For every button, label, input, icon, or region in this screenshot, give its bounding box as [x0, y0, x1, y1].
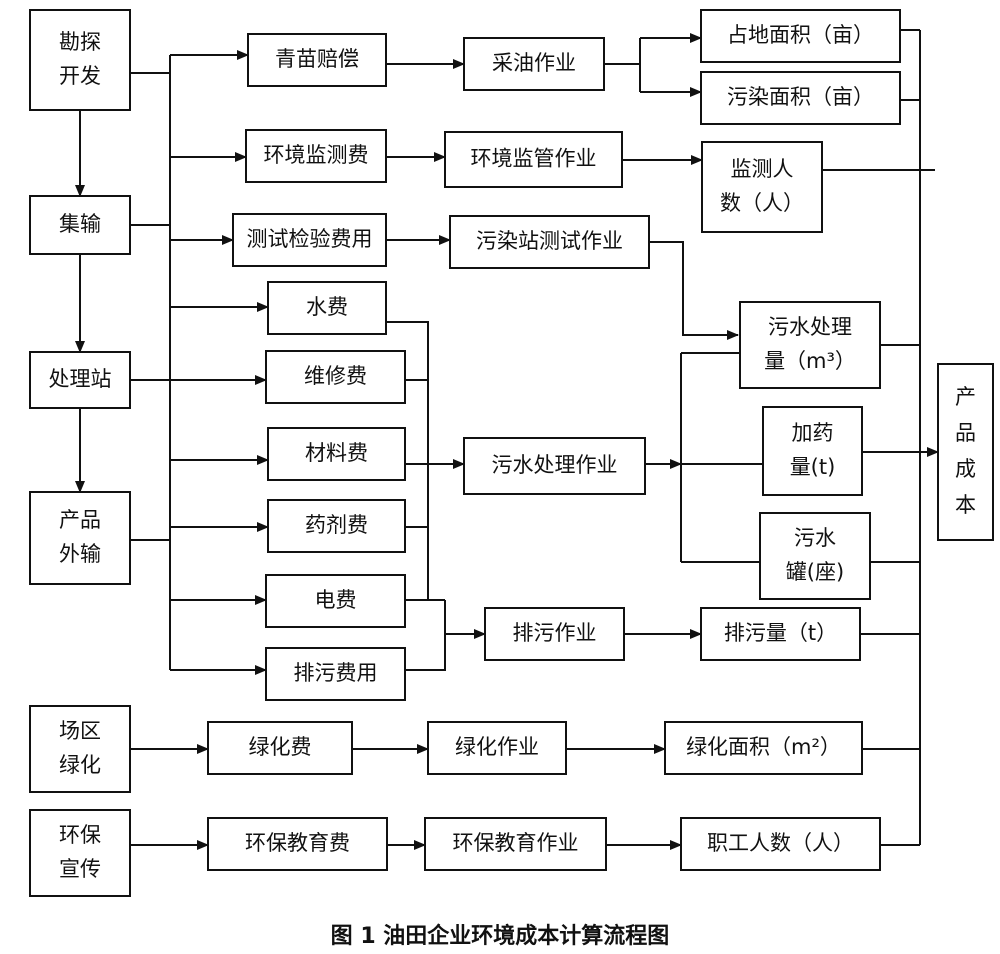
box-label: 本 — [955, 493, 976, 517]
box-label: 环保教育费 — [245, 831, 350, 855]
box-label: 采油作业 — [492, 51, 576, 75]
box-qingmiao-peichang: 青苗赔偿 — [247, 33, 387, 87]
box-caiyou-zuoye: 采油作业 — [463, 37, 605, 91]
box-label: 污染站测试作业 — [476, 229, 623, 253]
box-cailiaofei: 材料费 — [267, 427, 406, 481]
box-label: 产品 — [59, 508, 101, 532]
box-huanjing-jiancefei: 环境监测费 — [245, 129, 387, 183]
box-paiwu-zuoye: 排污作业 — [484, 607, 625, 661]
box-label: 污染面积（亩） — [727, 85, 874, 109]
box-paiwuliang: 排污量（t） — [700, 607, 861, 661]
box-label: 污水处理作业 — [492, 453, 618, 477]
box-label: 环境监管作业 — [471, 147, 597, 171]
box-label: 排污费用 — [294, 661, 378, 685]
box-label: 青苗赔偿 — [275, 47, 359, 71]
box-lvhua-zuoye: 绿化作业 — [427, 721, 567, 775]
box-wuranzhan-ceshi-zuoye: 污染站测试作业 — [449, 215, 650, 269]
box-label: 排污作业 — [513, 621, 597, 645]
box-yaojifei: 药剂费 — [267, 499, 406, 553]
box-label: 污水 — [794, 526, 836, 550]
box-label: 集输 — [59, 212, 101, 236]
box-wushuiguan: 污水罐(座) — [759, 512, 871, 600]
box-label: 材料费 — [305, 441, 368, 465]
box-zhigong-renshu: 职工人数（人） — [680, 817, 881, 871]
box-lvhuafei: 绿化费 — [207, 721, 353, 775]
box-label: 勘探 — [59, 30, 101, 54]
box-label: 外输 — [59, 542, 101, 566]
box-dianfei: 电费 — [265, 574, 406, 628]
box-label: 职工人数（人） — [707, 831, 854, 855]
box-label: 监测人 — [731, 157, 794, 181]
box-label: 排污量（t） — [724, 621, 837, 645]
box-wuran-mianji: 污染面积（亩） — [700, 71, 901, 125]
box-label: 占地面积（亩） — [727, 23, 874, 47]
box-label: 开发 — [59, 64, 101, 88]
box-wushui-chuli-zuoye: 污水处理作业 — [463, 437, 646, 495]
box-label: 量(t) — [790, 455, 836, 479]
box-label: 水费 — [306, 295, 348, 319]
box-label: 加药 — [792, 421, 834, 445]
box-shuifei: 水费 — [267, 281, 387, 335]
box-label: 宣传 — [59, 857, 101, 881]
box-label: 场区 — [59, 719, 101, 743]
box-label: 绿化 — [59, 753, 101, 777]
box-label: 电费 — [315, 588, 357, 612]
box-huanbao-jiaoyu-zuoye: 环保教育作业 — [424, 817, 607, 871]
box-label: 维修费 — [304, 364, 367, 388]
box-label: 环境监测费 — [264, 143, 369, 167]
box-label: 环保 — [59, 823, 101, 847]
box-label: 产 — [955, 385, 976, 409]
box-label: 品 — [955, 421, 976, 445]
box-label: 药剂费 — [305, 513, 368, 537]
box-label: 污水处理 — [768, 315, 852, 339]
box-label: 罐(座) — [786, 560, 844, 584]
box-label: 成 — [955, 457, 976, 481]
box-label: 量（m³） — [764, 349, 856, 373]
figure-caption: 图 1 油田企业环境成本计算流程图 — [330, 924, 670, 949]
box-chulizhan: 处理站 — [29, 351, 131, 409]
link-dianfei-paiwu — [405, 600, 446, 671]
box-label: 环保教育作业 — [453, 831, 579, 855]
box-label: 测试检验费用 — [247, 227, 373, 251]
connector-lines — [75, 29, 939, 850]
box-lvhua-mianji: 绿化面积（m²） — [664, 721, 863, 775]
box-label: 处理站 — [49, 367, 112, 391]
box-label: 绿化面积（m²） — [686, 735, 841, 759]
box-label: 绿化作业 — [455, 735, 539, 759]
box-huanbao-jiaoyufei: 环保教育费 — [207, 817, 388, 871]
box-label: 绿化费 — [249, 735, 312, 759]
box-jiayaoliang: 加药量(t) — [762, 406, 863, 496]
box-jishu: 集输 — [29, 195, 131, 255]
box-ceshi-jianyan-feiyong: 测试检验费用 — [232, 213, 387, 267]
box-label: 数（人） — [720, 191, 804, 215]
box-huanjing-jianguan-zuoye: 环境监管作业 — [444, 131, 623, 188]
box-weixiufei: 维修费 — [265, 350, 406, 404]
arrow-ceshizuoye-to-chuliliang — [649, 241, 739, 340]
box-zhandi-mianji: 占地面积（亩） — [700, 9, 901, 63]
box-paiwu-feiyong: 排污费用 — [265, 647, 406, 701]
link-shuifei-collector — [386, 321, 429, 600]
